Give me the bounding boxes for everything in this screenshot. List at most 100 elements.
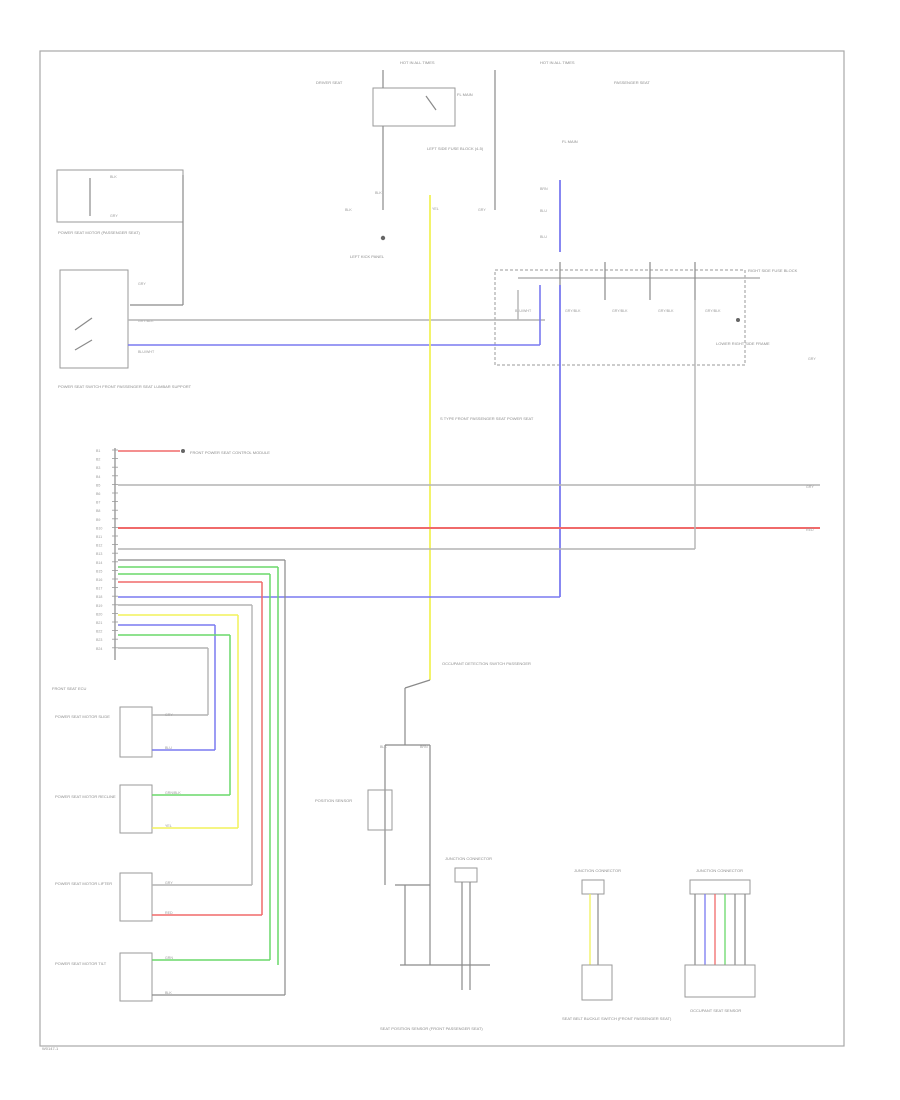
ecu-pin-label: B6	[96, 492, 100, 496]
occ-pin-brn: BRN	[420, 745, 428, 749]
joint-box-a: JUNCTION CONNECTOR	[445, 856, 492, 990]
wire-label-blu-top: BLU	[540, 209, 547, 213]
wire-label-blk-top: BLK	[375, 191, 382, 195]
motor-tilt-label: POWER SEAT MOTOR TILT	[55, 961, 107, 966]
ecu-pin-label: B11	[96, 535, 102, 539]
recline-pin-grnblk: GRN/BLK	[165, 791, 181, 795]
tilt-pin-grn: GRN	[165, 956, 173, 960]
wire-label-blu-top2: BLU	[540, 235, 547, 239]
tilt-pin-blk: BLK	[165, 991, 172, 995]
slide-pin-gry: GRY	[165, 713, 173, 717]
joint-a-label: JUNCTION CONNECTOR	[445, 856, 492, 861]
hot-top-right-label: HOT IN ALL TIMES	[540, 60, 575, 65]
ecu-pin-label: B19	[96, 604, 102, 608]
motor-lifter-label: POWER SEAT MOTOR LIFTER	[55, 881, 112, 886]
lumbar-pin-gryblk: GRY/BLK	[138, 319, 154, 323]
joint-box-b: JUNCTION CONNECTOR SEAT BELT BUCKLE SWIT…	[562, 868, 672, 1021]
motor-recline-rect	[119, 784, 153, 834]
hot-top-left-label: HOT IN ALL TIMES	[400, 60, 435, 65]
ecu-pin-label: B23	[96, 638, 102, 642]
motor-pin-gry: GRY	[110, 214, 118, 218]
joint-a-rect	[454, 867, 478, 883]
wire-label-brn: BRN	[540, 187, 548, 191]
ecu-block: FRONT SEAT ECU B1B2B3B4B5B6B7B8B9B10B11B…	[52, 448, 118, 691]
ecu-pin-labels: B1B2B3B4B5B6B7B8B9B10B11B12B13B14B15B16B…	[96, 449, 118, 651]
motor-pin-blk: BLK	[110, 175, 117, 179]
lumbar-contact-1	[74, 317, 93, 331]
motor-slide-box: POWER SEAT MOTOR SLIDE GRY BLU	[55, 706, 215, 758]
ecu-pin-label: B4	[96, 475, 100, 479]
ecu-pin-label: B16	[96, 578, 102, 582]
wire-label-gryblk-4: GRY/BLK	[705, 309, 721, 313]
wire-label-gryblk-2: GRY/BLK	[612, 309, 628, 313]
fuse-block-left-label: LEFT SIDE FUSE BLOCK (4-5)	[427, 146, 484, 151]
ground-left-label: LEFT KICK PANEL	[350, 254, 385, 259]
ecu-pin-label: B8	[96, 509, 100, 513]
occupant-switch-group: OCCUPANT DETECTION SWITCH PASSENGER POSI…	[315, 661, 531, 885]
motor-lifter-rect	[119, 872, 153, 922]
fuse-right-label: PASSENGER SEAT	[614, 80, 650, 85]
joint-box-c: JUNCTION CONNECTOR OCCUPANT SEAT SENSOR	[684, 868, 756, 1013]
fuse-block-right	[494, 269, 746, 366]
power-seat-motor-label: POWER SEAT MOTOR (PASSENGER SEAT)	[58, 230, 141, 235]
ecu-pin-label: B21	[96, 621, 102, 625]
ground-right-label: LOWER RIGHT SIDE FRAME	[716, 341, 770, 346]
control-module-label: FRONT POWER SEAT CONTROL MODULE	[190, 450, 270, 455]
ecu-pin-label: B1	[96, 449, 100, 453]
diagram-frame	[39, 50, 845, 1047]
ecu-pin-label: B18	[96, 595, 102, 599]
ecu-pin-label: B3	[96, 466, 100, 470]
ecu-pin-label: B13	[96, 552, 102, 556]
lumbar-contact-2	[74, 339, 93, 351]
right-fuse-row: RIGHT SIDE FUSE BLOCK BLU/WHT GRY/BLK GR…	[494, 262, 816, 366]
ecu-pin-label: B17	[96, 587, 102, 591]
wire-label-bluwht: BLU/WHT	[515, 309, 532, 313]
wire-label-gry-top: GRY	[478, 208, 486, 212]
lifter-pin-gry: GRY	[165, 881, 173, 885]
power-seat-motor-box: POWER SEAT MOTOR (PASSENGER SEAT) BLK GR…	[56, 169, 184, 306]
wire-label-gry-right: GRY	[808, 357, 816, 361]
ecu-pin-label: B20	[96, 612, 102, 616]
bottom-left-unit-label: SEAT POSITION SENSOR (FRONT PASSENGER SE…	[380, 1026, 483, 1031]
motor-tilt-box: POWER SEAT MOTOR TILT GRN BLK	[55, 952, 285, 1002]
ecu-pin-label: B9	[96, 518, 100, 522]
ecu-pin-label: B7	[96, 501, 100, 505]
wire-label-red-long: RED	[806, 528, 814, 532]
ecu-pin-label: B12	[96, 544, 102, 548]
lumbar-pin-bluwht: BLU/WHT	[138, 350, 155, 354]
occupant-switch-contact	[404, 679, 431, 689]
ecu-pin-label: B15	[96, 569, 102, 573]
motor-tilt-rect	[119, 952, 153, 1002]
ecu-pin-label: B24	[96, 647, 102, 651]
motor-recline-label: POWER SEAT MOTOR RECLINE	[55, 794, 116, 799]
fuse-contact	[425, 95, 437, 111]
fuse-left-label: DRIVER SEAT	[316, 80, 343, 85]
motor-recline-box: POWER SEAT MOTOR RECLINE GRN/BLK YEL	[55, 784, 238, 834]
connector-mid-label: S TYPE FRONT PASSENGER SEAT POWER SEAT	[440, 416, 534, 421]
ground-ecu-icon	[181, 449, 185, 453]
lumbar-pin-gry: GRY	[138, 282, 146, 286]
recline-pin-yel: YEL	[165, 824, 172, 828]
wire-label-gry-long: GRY	[806, 485, 814, 489]
joint-b-label: JUNCTION CONNECTOR	[574, 868, 621, 873]
fuse-block-right-label: RIGHT SIDE FUSE BLOCK	[748, 268, 798, 273]
wire-label-blk-left: BLK	[345, 208, 352, 212]
fuse-block-right-group: HOT IN ALL TIMES PASSENGER SEAT FL MAIN …	[478, 60, 650, 239]
joint-c-rect	[689, 879, 751, 895]
footer-id: W0147-1	[42, 1046, 59, 1051]
ecu-pin-label: B2	[96, 458, 100, 462]
bottom-left-unit: SEAT POSITION SENSOR (FRONT PASSENGER SE…	[380, 884, 490, 1031]
fuse-block-left	[372, 87, 456, 127]
occ-pin-blk: BLK	[380, 745, 387, 749]
ecu-pin-label: B5	[96, 483, 100, 487]
occupant-sensor-rect	[684, 964, 756, 998]
fusible-link-right-label: FL MAIN	[562, 139, 578, 144]
fuse-block-left-group: HOT IN ALL TIMES DRIVER SEAT FL MAIN LEF…	[316, 60, 484, 259]
lumbar-switch-label: POWER SEAT SWITCH FRONT PASSENGER SEAT L…	[58, 384, 192, 389]
ground-right-icon	[736, 318, 740, 322]
lumbar-switch-rect	[59, 269, 129, 369]
wire-label-yel-top: YEL	[432, 207, 439, 211]
wire-label-gryblk-3: GRY/BLK	[658, 309, 674, 313]
seat-memory-rect	[581, 964, 613, 1001]
